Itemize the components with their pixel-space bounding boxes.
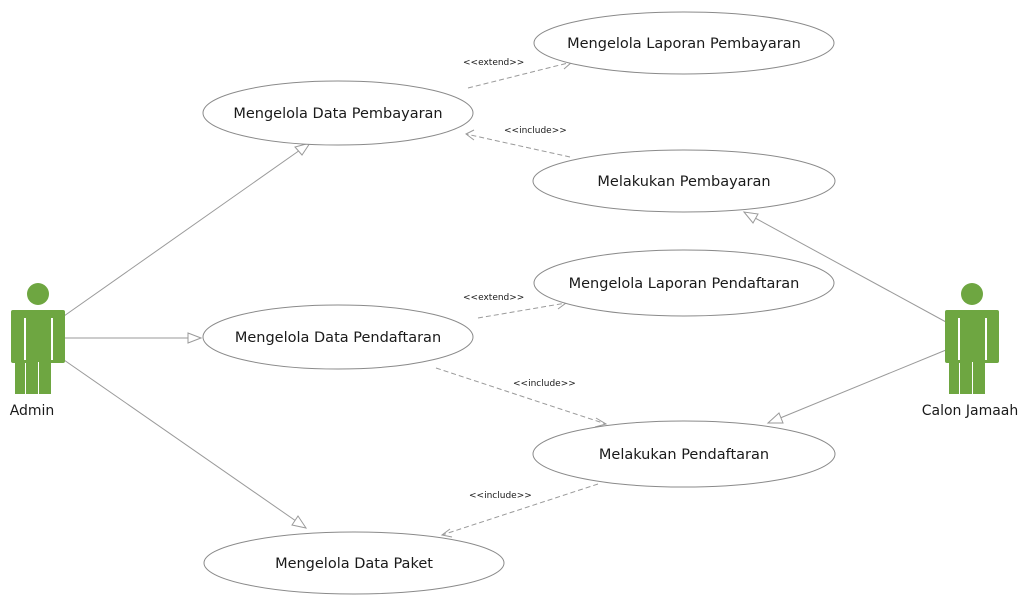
- use-case-label: Mengelola Laporan Pendaftaran: [569, 276, 800, 292]
- actor-label: Calon Jamaah: [922, 403, 1019, 419]
- use-case-laporan-pendaftaran: Mengelola Laporan Pendaftaran: [533, 249, 835, 317]
- association-calon-jamaah-melakukan-pembayaran: [742, 211, 947, 323]
- association-admin-data-paket: [63, 359, 308, 529]
- include-label-pembayaran: <<include>>: [504, 126, 567, 136]
- include-label-paket: <<include>>: [469, 491, 532, 501]
- use-case-data-pembayaran: Mengelola Data Pembayaran: [202, 80, 474, 146]
- dependency-include-paket: [440, 483, 599, 538]
- dependency-include-pembayaran: [465, 129, 571, 158]
- actor-admin: Admin: [10, 283, 65, 419]
- use-case-data-pendaftaran: Mengelola Data Pendaftaran: [202, 304, 474, 370]
- actor-label: Admin: [10, 403, 55, 419]
- use-case-laporan-pembayaran: Mengelola Laporan Pembayaran: [533, 11, 835, 75]
- stick-figure-actor-icon: [11, 283, 65, 394]
- use-case-label: Melakukan Pendaftaran: [599, 447, 769, 463]
- use-case-label: Mengelola Data Pendaftaran: [235, 330, 441, 346]
- use-case-label: Mengelola Data Pembayaran: [233, 106, 442, 122]
- include-label-pendaftaran: <<include>>: [513, 379, 576, 389]
- use-case-label: Mengelola Data Paket: [275, 556, 433, 572]
- use-case-label: Melakukan Pembayaran: [597, 174, 770, 190]
- use-case-label: Mengelola Laporan Pembayaran: [567, 36, 801, 52]
- association-admin-data-pendaftaran: [64, 332, 203, 344]
- use-case-data-paket: Mengelola Data Paket: [203, 531, 505, 595]
- association-admin-data-pembayaran: [63, 142, 312, 317]
- use-case-melakukan-pendaftaran: Melakukan Pendaftaran: [532, 420, 836, 488]
- extend-label-pendaftaran: <<extend>>: [463, 293, 524, 303]
- association-calon-jamaah-melakukan-pendaftaran: [766, 349, 947, 424]
- dependency-include-pendaftaran: [435, 367, 608, 428]
- use-case-melakukan-pembayaran: Melakukan Pembayaran: [532, 149, 836, 213]
- actor-calon-jamaah: Calon Jamaah: [922, 283, 1019, 419]
- extend-label-pembayaran: <<extend>>: [463, 58, 524, 68]
- stick-figure-actor-icon: [945, 283, 999, 394]
